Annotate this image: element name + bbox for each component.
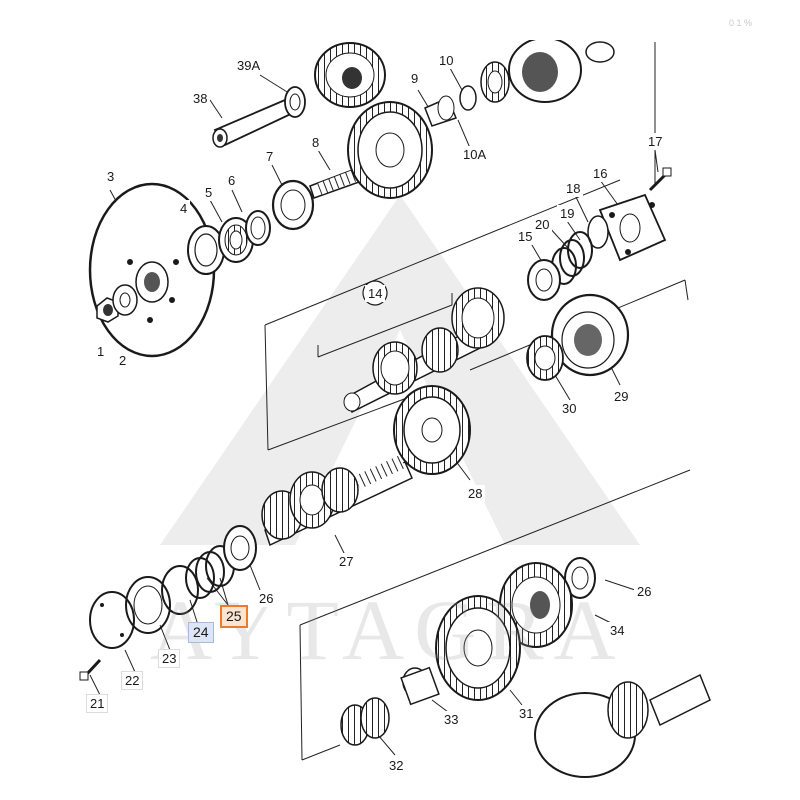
label-part-5[interactable]: 5 [202,184,216,201]
top-toolbar: 0 1 % [0,0,800,43]
label-part-31[interactable]: 31 [516,705,537,722]
label-part-29[interactable]: 29 [611,388,632,405]
label-part-3[interactable]: 3 [104,168,118,185]
part-4-ring[interactable] [187,225,225,275]
part-24-ring[interactable] [161,565,199,615]
label-part-14[interactable]: 14 [365,285,386,302]
label-part-26-right[interactable]: 26 [634,583,655,600]
label-part-23[interactable]: 23 [158,649,181,668]
part-21-bolt[interactable] [79,658,102,681]
part-30-bearing[interactable] [526,335,564,381]
part-5-bearing[interactable] [218,217,254,263]
lower-right-housing [534,673,711,778]
part-9-hub[interactable] [424,95,457,127]
part-26-bearing-left[interactable] [223,525,257,571]
part-6-seal[interactable] [245,210,271,246]
label-part-33[interactable]: 33 [441,711,462,728]
label-part-16[interactable]: 16 [590,165,611,182]
label-part-32[interactable]: 32 [386,757,407,774]
part-27-shaft[interactable] [261,455,413,547]
label-part-17[interactable]: 17 [645,133,666,150]
label-part-1[interactable]: 1 [94,343,108,360]
part-7-bearing[interactable] [271,179,315,231]
label-part-30[interactable]: 30 [559,400,580,417]
part-14-gear-cluster[interactable] [343,287,505,414]
label-part-9[interactable]: 9 [408,70,422,87]
part-34-gear[interactable] [499,562,573,648]
part-10a-bearing[interactable] [480,61,510,103]
label-part-34[interactable]: 34 [607,622,628,639]
part-10-ring[interactable] [459,85,477,111]
label-part-24-selected[interactable]: 24 [188,622,214,643]
exploded-view-drawing [79,40,711,778]
label-part-18[interactable]: 18 [563,180,584,197]
label-part-8[interactable]: 8 [309,134,323,151]
label-part-21[interactable]: 21 [86,694,109,713]
label-part-38[interactable]: 38 [190,90,211,107]
watermark-text: AYTAGRA [150,582,626,678]
label-part-10[interactable]: 10 [436,52,457,69]
part-29-drum[interactable] [550,293,630,377]
label-part-20[interactable]: 20 [532,216,553,233]
part-31-gear[interactable] [435,595,521,701]
label-part-19[interactable]: 19 [557,205,578,222]
top-gear-large[interactable] [347,101,433,199]
part-16-flange[interactable] [598,193,667,262]
part-28-gear[interactable] [393,385,471,475]
parts-diagram-canvas: AYTAGRA 1 2 3 4 5 6 7 8 9 10 10A 14 15 1… [0,40,800,800]
part-18-seal[interactable] [587,215,609,249]
label-part-15[interactable]: 15 [515,228,536,245]
part-38-sleeve[interactable] [212,98,297,148]
label-part-10a[interactable]: 10A [460,146,490,163]
label-part-2[interactable]: 2 [116,352,130,369]
part-15-bearing[interactable] [527,259,561,301]
label-part-6[interactable]: 6 [225,172,239,189]
label-part-39a[interactable]: 39A [234,57,264,74]
top-gear-upper[interactable] [314,42,386,108]
toolbar-ghost-text: 0 1 % [728,18,752,28]
part-26-bearing-right[interactable] [564,557,596,599]
label-part-27[interactable]: 27 [336,553,357,570]
part-22-cover[interactable] [89,591,135,649]
part-39a-washer[interactable] [284,86,306,118]
label-part-25-selected[interactable]: 25 [220,605,248,628]
part-17-bolt[interactable] [648,167,672,192]
label-part-28[interactable]: 28 [465,485,486,502]
part-33-sleeve[interactable] [400,666,440,706]
top-housing[interactable] [508,40,615,103]
part-1-nut[interactable] [96,297,119,323]
part-32-needle-bearings[interactable] [340,697,390,746]
part-23-gasket[interactable] [125,576,171,634]
label-part-4[interactable]: 4 [177,200,191,217]
part-2-washer[interactable] [112,284,138,316]
label-part-26-left[interactable]: 26 [256,590,277,607]
label-part-7[interactable]: 7 [263,148,277,165]
label-part-22[interactable]: 22 [121,671,144,690]
